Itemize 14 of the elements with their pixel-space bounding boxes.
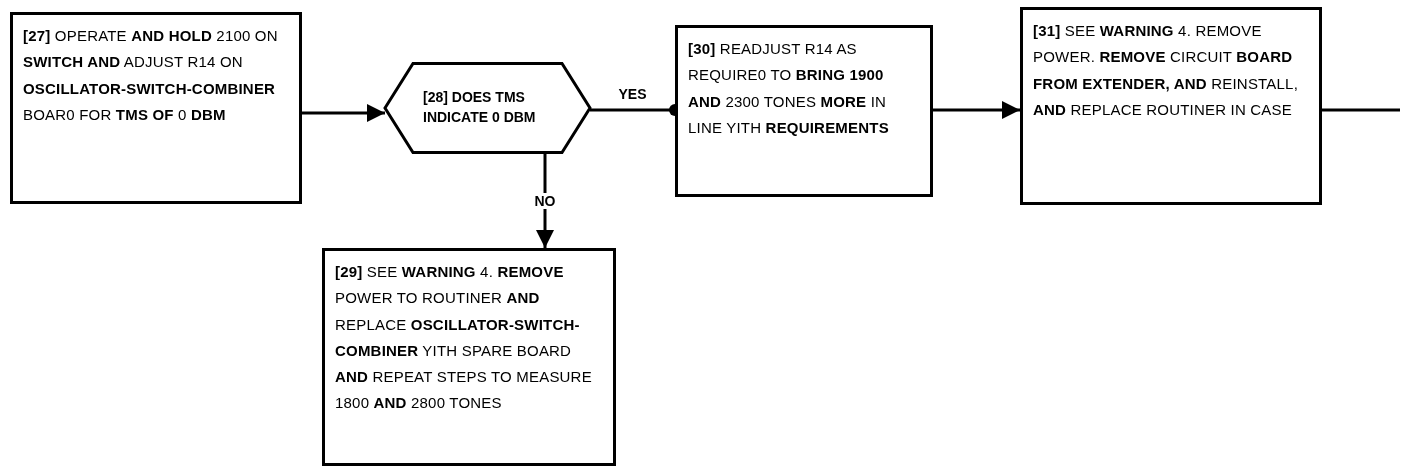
- step-text: [29] SEE WARNING 4. REMOVE POWER TO ROUTINER AND REPLACE OSCILLATOR-SWITCH-COMBINER YITH SPARE BOARD AND REPEAT STEPS TO MEASURE 1800 AND 2800 TONES: [335, 263, 592, 412]
- process-box: [1020, 7, 1322, 205]
- step-text: [30] READJUST R14 AS REQUIRE0 TO BRING 1900 AND 2300 TONES MORE IN LINE YITH REQUIREMENTS: [688, 40, 889, 136]
- connector-arrow: [302, 104, 385, 122]
- step-text: [31] SEE WARNING 4. REMOVE POWER. REMOVE CIRCUIT BOARD FROM EXTENDER, AND REINSTALL, AND REPLACE ROUTINER IN CASE: [1033, 22, 1298, 118]
- connector-arrow: [536, 154, 554, 248]
- connector-arrow: [933, 101, 1020, 119]
- process-box: [10, 12, 302, 204]
- process-box: [675, 25, 933, 197]
- edge-label: YES: [616, 86, 649, 102]
- step-text: [28] DOES TMS INDICATE 0 DBM: [423, 88, 537, 127]
- process-box: [322, 248, 616, 466]
- step-text: [27] OPERATE AND HOLD 2100 ON SWITCH AND ADJUST R14 ON OSCILLATOR-SWITCH-COMBINER BOAR0 FOR TMS OF 0 DBM: [23, 27, 278, 123]
- edge-label: NO: [532, 193, 558, 209]
